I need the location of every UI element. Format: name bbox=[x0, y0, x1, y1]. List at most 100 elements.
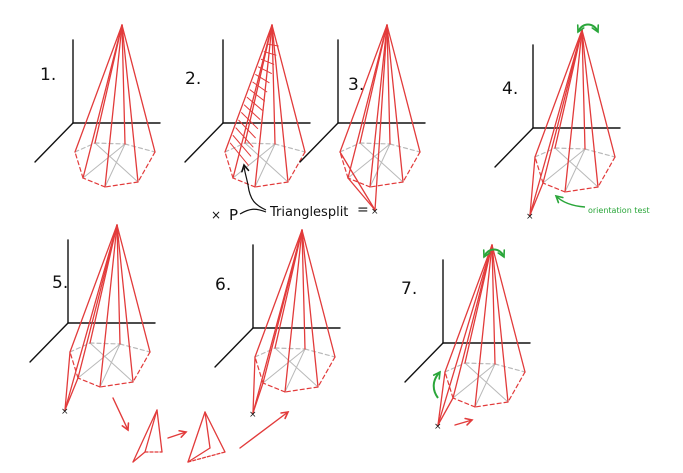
split-edge bbox=[529, 29, 583, 216]
front-base-edge bbox=[232, 177, 256, 188]
rotation-arrow-step-4 bbox=[576, 23, 600, 34]
lateral-edge bbox=[581, 29, 586, 150]
front-base-edge bbox=[224, 151, 234, 179]
rotation-curve bbox=[432, 371, 441, 399]
step-label-5: 5. bbox=[52, 273, 68, 293]
seq-arrow-shaft bbox=[167, 431, 187, 439]
lateral-edge bbox=[69, 224, 118, 353]
pyramid-step-3: × bbox=[299, 24, 426, 217]
pointer-arrow bbox=[239, 163, 267, 215]
pyramid-step-7: × bbox=[404, 244, 531, 432]
lateral-edge bbox=[491, 244, 526, 373]
point-marker: × bbox=[211, 208, 221, 222]
split-edge bbox=[64, 224, 118, 411]
front-base-edge bbox=[534, 156, 544, 184]
step-label-3: 3. bbox=[348, 75, 364, 95]
split-edge bbox=[252, 229, 303, 414]
lateral-edge bbox=[116, 224, 134, 383]
rotation-arrowhead bbox=[497, 249, 506, 259]
lateral-edge bbox=[491, 244, 496, 365]
lateral-edge bbox=[444, 244, 493, 373]
tetra-edge bbox=[187, 451, 226, 463]
pyramid-step-6: × bbox=[214, 229, 341, 420]
front-base-edge bbox=[507, 371, 526, 403]
pyramid-steps: ××××× bbox=[29, 23, 621, 463]
front-base-edge bbox=[254, 181, 289, 188]
rotation-arrow-step-7-side bbox=[432, 370, 441, 399]
lateral-edge bbox=[271, 24, 306, 153]
tetra-edge bbox=[187, 411, 206, 463]
pyramid-step-5: × bbox=[29, 224, 156, 417]
step-7-red-arrow bbox=[454, 417, 474, 426]
hatch-line bbox=[260, 58, 275, 65]
hatch-line bbox=[257, 66, 272, 74]
seq-arrow-head bbox=[121, 422, 130, 432]
front-base-edge bbox=[474, 401, 509, 408]
seq-arrow-head bbox=[178, 429, 188, 438]
hatch-line bbox=[238, 119, 256, 139]
hatch-line bbox=[241, 112, 259, 130]
split-edge bbox=[374, 24, 388, 211]
lateral-edge bbox=[116, 224, 121, 345]
rotation-curve bbox=[483, 248, 505, 258]
hatch-line bbox=[229, 142, 249, 166]
split-edge bbox=[339, 151, 376, 211]
tetra-edge bbox=[144, 409, 158, 453]
hatch-line bbox=[243, 104, 261, 120]
lateral-edge bbox=[74, 24, 123, 153]
base-diagonal bbox=[369, 143, 391, 188]
front-base-edge bbox=[74, 151, 84, 179]
front-base-edge bbox=[104, 181, 139, 188]
rotation-arrowhead bbox=[591, 24, 600, 34]
front-base-edge bbox=[137, 151, 156, 183]
hatch-line bbox=[246, 96, 263, 111]
lateral-edge bbox=[369, 24, 388, 188]
orientation-arrowhead bbox=[554, 194, 564, 204]
triangle-split-label: Trianglesplit bbox=[269, 205, 348, 220]
lateral-edge bbox=[254, 24, 273, 188]
base-diagonal bbox=[104, 143, 126, 188]
lateral-edge bbox=[104, 24, 123, 188]
hidden-base-edge bbox=[494, 363, 526, 373]
front-base-edge bbox=[317, 356, 336, 388]
front-base-edge bbox=[339, 151, 349, 179]
seq-arrow-shaft bbox=[112, 397, 129, 431]
step-label-1: 1. bbox=[40, 65, 56, 85]
base-diagonal bbox=[254, 143, 276, 188]
point-cross: × bbox=[526, 212, 534, 222]
front-base-edge bbox=[77, 377, 101, 388]
split-edge bbox=[529, 156, 536, 216]
step-label-6: 6. bbox=[215, 275, 231, 295]
pointer-curve bbox=[243, 164, 267, 211]
front-base-edge bbox=[369, 181, 404, 188]
base-diagonal bbox=[99, 343, 121, 388]
lateral-edge bbox=[99, 224, 118, 388]
seq-arrow-shaft bbox=[239, 411, 289, 449]
hatch-line bbox=[249, 89, 266, 102]
front-base-edge bbox=[284, 386, 319, 393]
lateral-edge bbox=[534, 29, 583, 158]
hatch-line bbox=[263, 51, 277, 56]
base-diagonal bbox=[77, 343, 121, 379]
front-base-edge bbox=[597, 156, 616, 188]
front-base-edge bbox=[287, 151, 306, 183]
lateral-edge bbox=[116, 224, 151, 353]
base-diagonal bbox=[347, 143, 391, 179]
orientation-test-label: orientation test bbox=[588, 206, 650, 215]
rotation-curve bbox=[577, 23, 599, 33]
hidden-base-edge bbox=[274, 143, 306, 153]
base-diagonal bbox=[474, 363, 496, 408]
lateral-edge bbox=[121, 24, 156, 153]
seq-arrow-head bbox=[280, 410, 290, 420]
split-edge bbox=[437, 397, 454, 426]
lateral-edge bbox=[224, 24, 273, 153]
hidden-base-edge bbox=[124, 143, 156, 153]
pyramid-step-2 bbox=[184, 24, 311, 188]
red-arrow-shaft bbox=[454, 419, 473, 426]
lateral-edge bbox=[386, 24, 404, 183]
lateral-edge bbox=[581, 29, 616, 158]
axis-depth bbox=[404, 342, 444, 383]
split-edge bbox=[252, 356, 256, 414]
front-base-edge bbox=[347, 177, 371, 188]
lateral-edge bbox=[564, 29, 583, 193]
